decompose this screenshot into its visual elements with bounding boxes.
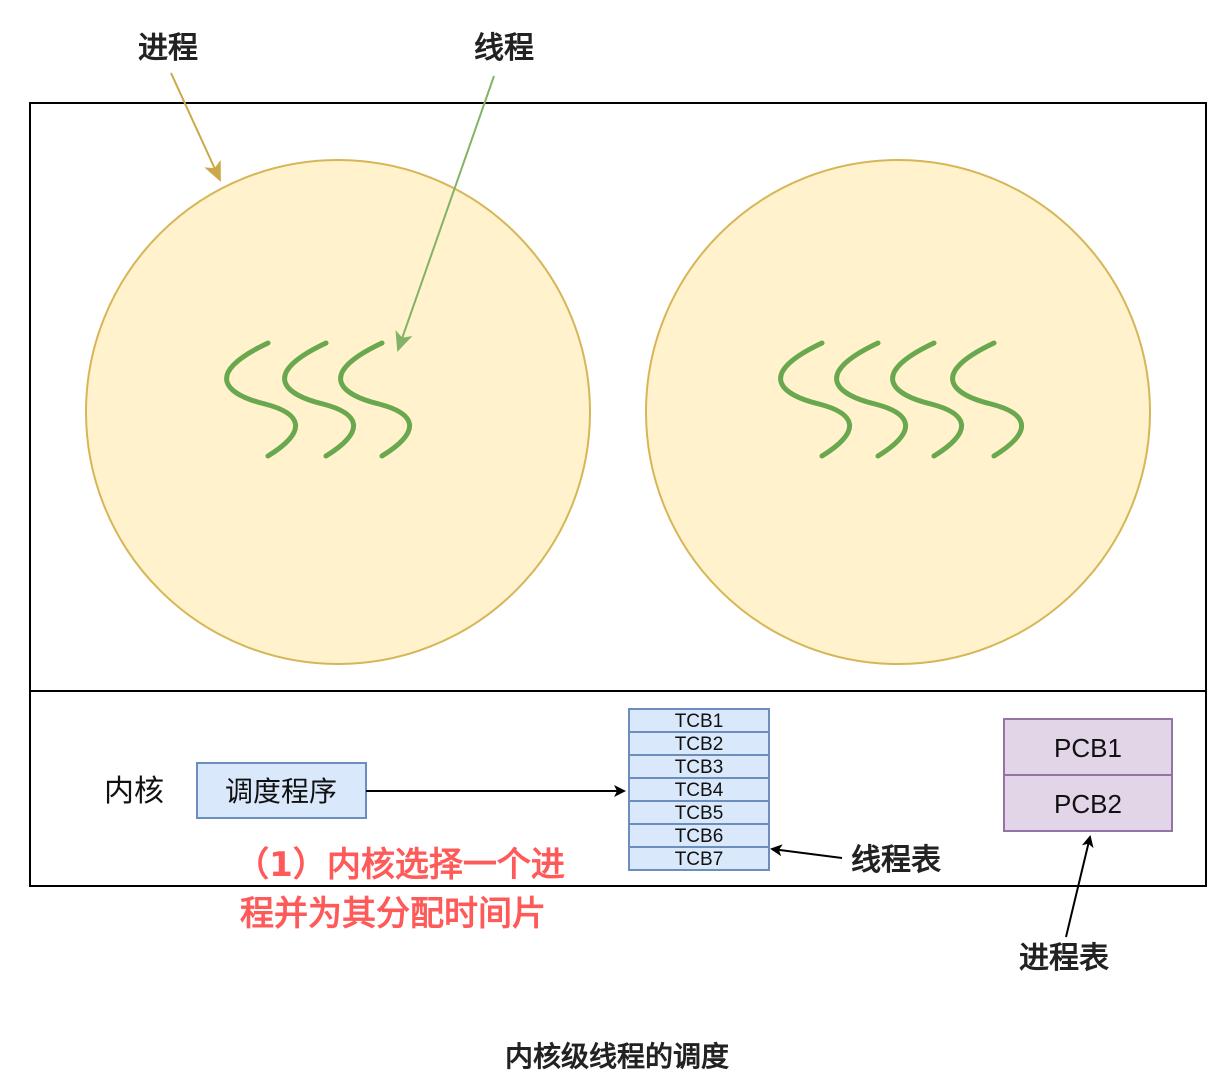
tcb-label: TCB3 xyxy=(675,757,724,778)
process-1-threads xyxy=(224,340,413,459)
process-label: 进程 xyxy=(138,31,198,66)
pcb-label: PCB1 xyxy=(1054,733,1122,763)
tcb-label: TCB7 xyxy=(675,849,724,870)
scheduler-label: 调度程序 xyxy=(225,775,337,808)
tcb-label: TCB6 xyxy=(675,826,724,847)
thread-squiggle xyxy=(282,340,357,459)
pcb-row xyxy=(1003,718,1173,776)
thread-pointer-arrow xyxy=(395,75,495,352)
process-table-label: 进程表 xyxy=(1019,941,1109,976)
process-table-pointer-arrow xyxy=(1065,835,1094,938)
thread-label: 线程 xyxy=(474,31,534,66)
pcb-row xyxy=(1003,774,1173,832)
thread-table-label: 线程表 xyxy=(851,843,941,878)
user-space-frame xyxy=(29,102,1207,887)
pcb-label: PCB2 xyxy=(1054,789,1122,819)
process-circle-1 xyxy=(85,159,591,665)
scheduling-note-line-2: 程并为其分配时间片 xyxy=(240,894,546,934)
process-2-threads xyxy=(778,340,1025,459)
thread-squiggle xyxy=(338,340,413,459)
thread-squiggle xyxy=(950,340,1025,459)
tcb-label: TCB1 xyxy=(675,711,724,732)
scheduling-note-line-1: （1）内核选择一个进 xyxy=(235,845,565,885)
thread-squiggle xyxy=(834,340,909,459)
scheduler-box: 调度程序 xyxy=(196,762,367,819)
thread-squiggle xyxy=(890,340,965,459)
tcb-label: TCB4 xyxy=(675,780,724,801)
process-pointer-arrow xyxy=(170,72,221,182)
tcb-label: TCB2 xyxy=(675,734,724,755)
thread-squiggle xyxy=(778,340,853,459)
thread-table-pointer-arrow xyxy=(770,844,843,859)
tcb-row xyxy=(628,846,770,871)
diagram-caption: 内核级线程的调度 xyxy=(505,1040,729,1073)
thread-squiggle xyxy=(224,340,299,459)
kernel-label: 内核 xyxy=(104,774,164,809)
tcb-label: TCB5 xyxy=(675,803,724,824)
